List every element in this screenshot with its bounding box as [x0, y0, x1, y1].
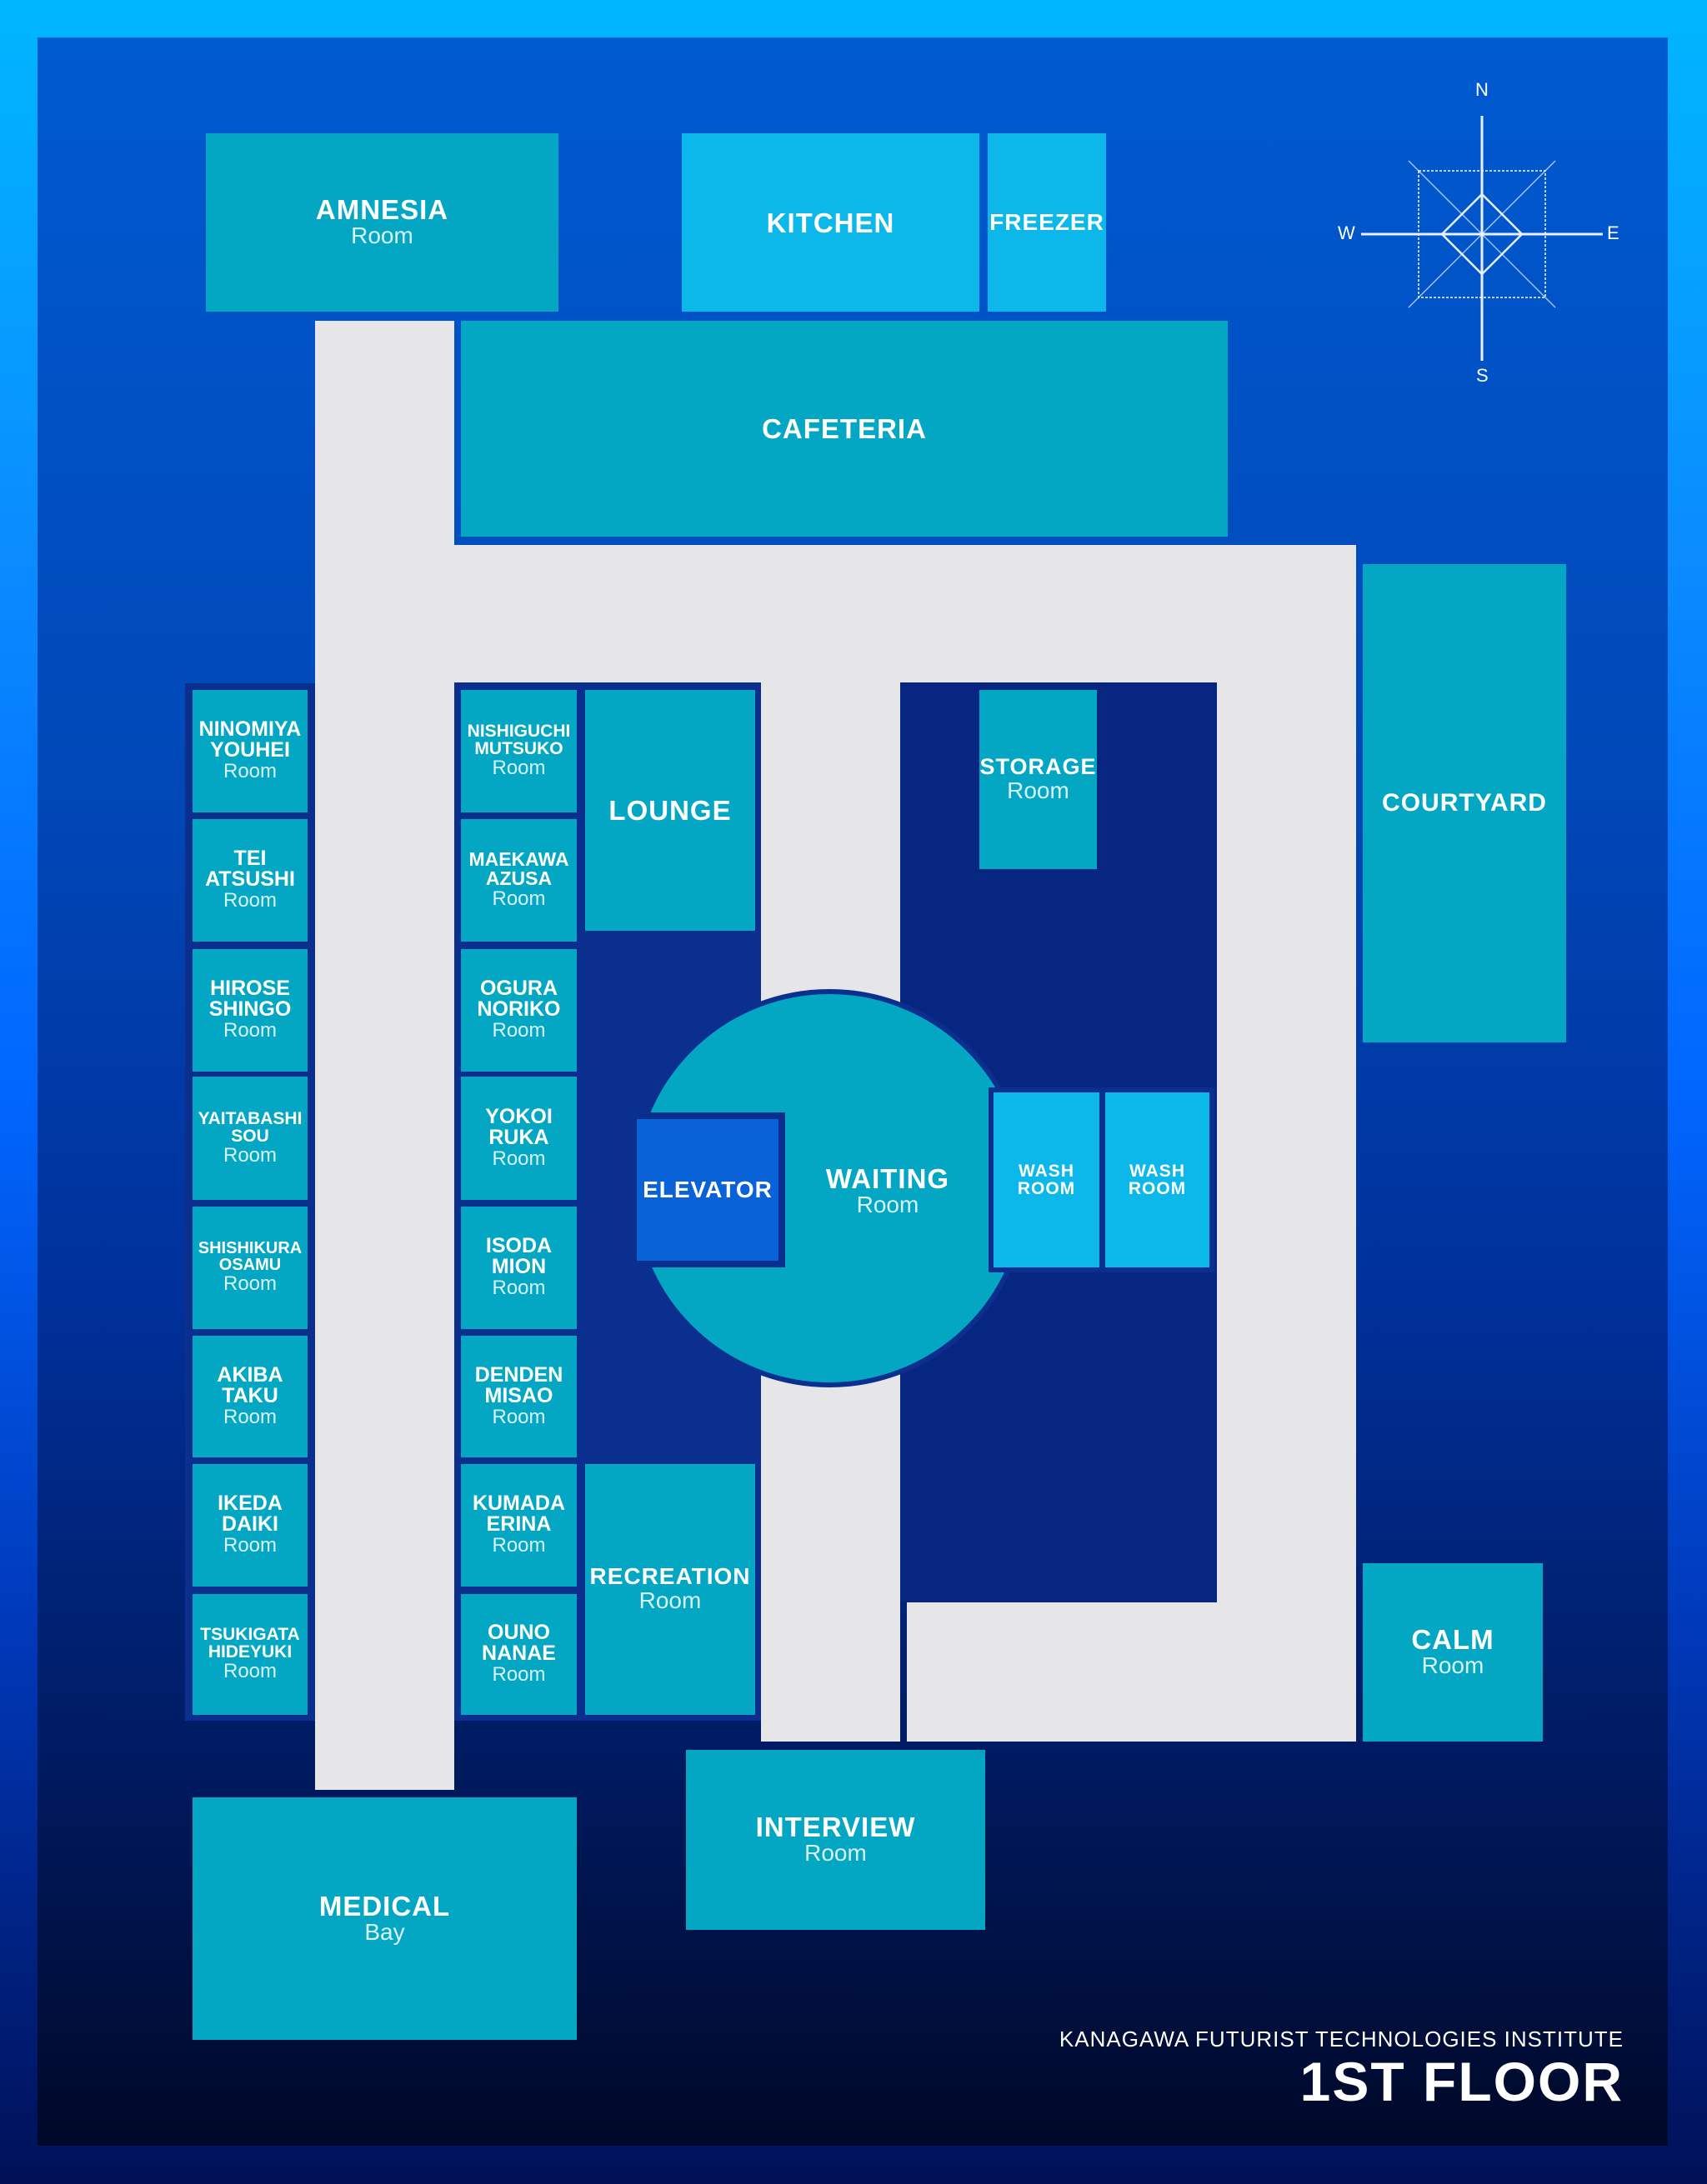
room-sublabel: Room [223, 1660, 278, 1683]
room-sublabel: Room [1007, 777, 1069, 803]
room-sublabel: Room [492, 1019, 546, 1042]
room-sublabel: Room [223, 1019, 278, 1042]
room-waiting[interactable]: WAITING Room [800, 1150, 975, 1233]
room-label: CALM [1411, 1624, 1494, 1656]
room-amnesia[interactable]: AMNESIA Room [206, 133, 558, 312]
room-storage[interactable]: STORAGE Room [979, 690, 1097, 869]
room-lounge[interactable]: LOUNGE [585, 690, 755, 931]
room-label: MEDICAL [318, 1890, 451, 1922]
room-washroom-1[interactable]: WASH ROOM [994, 1092, 1099, 1267]
room-calm[interactable]: CALM Room [1363, 1563, 1543, 1742]
room-sublabel: Room [638, 1587, 702, 1614]
room-sublabel: Room [804, 1840, 867, 1867]
room-sublabel: Room [223, 1272, 278, 1296]
room-label: AMNESIA [315, 194, 449, 226]
corridor-east [1217, 545, 1356, 1742]
room-label: YAITABASHI SOU [198, 1108, 303, 1146]
room-label: OUNO NANAE [482, 1621, 556, 1666]
room-sublabel: Room [492, 1147, 546, 1170]
room-label: IKEDA DAIKI [218, 1492, 283, 1537]
room-sublabel: Room [223, 889, 278, 912]
room-label: CAFETERIA [762, 413, 927, 444]
room-sublabel: Room [492, 1277, 546, 1300]
room-sublabel: Room [223, 1405, 278, 1428]
compass-north-label: N [1475, 79, 1489, 100]
room-elevator[interactable]: ELEVATOR [637, 1119, 778, 1261]
compass-east-label: E [1607, 222, 1619, 243]
room-kitchen[interactable]: KITCHEN [682, 133, 979, 312]
room-sublabel: Room [492, 1663, 546, 1687]
room-sublabel: Room [492, 1534, 546, 1557]
room-label: COURTYARD [1382, 789, 1547, 817]
room-label: DENDEN MISAO [474, 1362, 563, 1407]
room-label: TEI ATSUSHI [205, 847, 295, 892]
corridor-north [454, 545, 1356, 682]
room-label: KUMADA ERINA [472, 1492, 566, 1537]
room-sublabel: Room [223, 760, 278, 783]
compass-rose-icon [1361, 116, 1603, 361]
corridor-west [315, 321, 454, 1790]
room-label: INTERVIEW [755, 1812, 916, 1843]
room-courtyard[interactable]: COURTYARD [1363, 564, 1566, 1042]
room-sublabel: Room [351, 222, 413, 249]
room-label: FREEZER [989, 209, 1104, 235]
room-label: WASH ROOM [1128, 1162, 1187, 1198]
compass-south-label: S [1476, 365, 1489, 386]
room-sublabel: Room [856, 1192, 919, 1218]
room-label: NINOMIYA YOUHEI [198, 717, 302, 762]
room-freezer[interactable]: FREEZER [988, 133, 1106, 312]
room-sublabel: Room [492, 1405, 546, 1428]
institute-name: KANAGAWA FUTURIST TECHNOLOGIES INSTITUTE [1059, 2027, 1624, 2052]
room-sublabel: Room [492, 887, 546, 911]
corridor-south [907, 1602, 1356, 1742]
room-label: YOKOI RUKA [485, 1104, 553, 1149]
room-sublabel: Room [492, 757, 546, 780]
room-sublabel: Room [223, 1143, 278, 1167]
room-label: KITCHEN [766, 207, 895, 238]
room-sublabel: Room [1421, 1652, 1484, 1679]
room-label: LOUNGE [608, 795, 732, 826]
room-label: TSUKIGATA HIDEYUKI [200, 1625, 300, 1662]
room-interview[interactable]: INTERVIEW Room [686, 1750, 985, 1930]
room-label: AKIBA TAKU [217, 1362, 283, 1407]
room-label: OGURA NORIKO [477, 977, 561, 1022]
room-recreation[interactable]: RECREATION Room [585, 1464, 755, 1715]
room-sublabel: Room [223, 1534, 278, 1557]
room-label: MAEKAWA AZUSA [468, 848, 569, 890]
room-label: WAITING [825, 1163, 950, 1195]
room-label: WASH ROOM [1017, 1162, 1076, 1198]
room-label: SHISHIKURA OSAMU [198, 1239, 303, 1275]
room-washroom-2[interactable]: WASH ROOM [1105, 1092, 1209, 1267]
room-cafeteria[interactable]: CAFETERIA [461, 321, 1228, 537]
room-label: HIROSE SHINGO [208, 977, 292, 1022]
room-label: RECREATION [589, 1563, 751, 1590]
room-label: ISODA MION [485, 1234, 553, 1279]
compass-west-label: W [1338, 222, 1355, 243]
room-label: STORAGE [979, 753, 1097, 779]
room-medical-bay[interactable]: MEDICAL Bay [193, 1797, 577, 2040]
room-sublabel: Bay [364, 1918, 405, 1945]
floor-title: 1ST FLOOR [1299, 2051, 1624, 2112]
room-label: NISHIGUCHI MUTSUKO [467, 722, 571, 759]
room-label: ELEVATOR [643, 1177, 773, 1202]
